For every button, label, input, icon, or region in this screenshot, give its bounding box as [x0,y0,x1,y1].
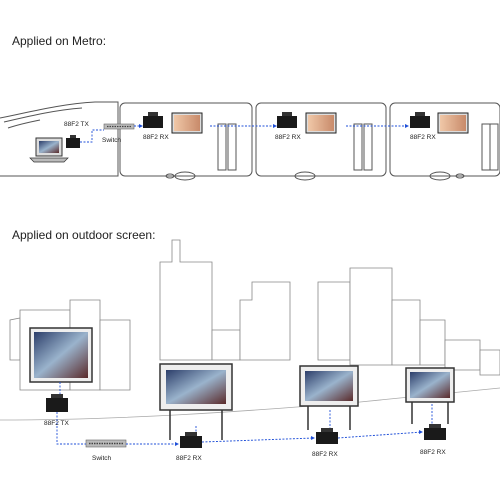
billboard-1 [159,363,233,440]
outdoor-rx-unit-3 [424,424,446,440]
billboard-2 [299,365,359,430]
metro-switch-icon [103,123,135,130]
metro-tx-device-icon [66,135,80,148]
metro-tx-label: 88F2 TX [64,121,89,128]
wall-led-screen [29,327,93,383]
metro-rx-unit-2 [277,112,337,134]
metro-network-links [80,125,408,143]
train-car-1 [119,102,253,177]
metro-section-title: Applied on Metro: [12,34,107,48]
outdoor-rx-label-2: 88F2 RX [312,451,338,458]
metro-train [0,101,500,181]
outdoor-rx-unit-2 [316,428,338,444]
laptop-icon [29,137,69,163]
metro-rx-label-1: 88F2 RX [143,134,169,141]
metro-rx-unit-1 [143,112,203,134]
train-locomotive [0,101,119,177]
billboard-3 [405,367,455,424]
outdoor-rx-label-3: 88F2 RX [420,449,446,456]
metro-rx-label-3: 88F2 RX [410,134,436,141]
outdoor-rx-unit-1 [180,432,202,448]
metro-switch-label: Switch [102,137,122,144]
outdoor-switch-label: Switch [92,455,112,462]
train-car-3 [389,102,500,177]
outdoor-tx-device-icon [46,394,68,412]
outdoor-network-links [56,382,433,445]
outdoor-section-title: Applied on outdoor screen: [12,228,156,242]
outdoor-switch-icon [85,439,127,448]
outdoor-rx-label-1: 88F2 RX [176,455,202,462]
metro-rx-label-2: 88F2 RX [275,134,301,141]
train-car-2 [255,102,387,177]
metro-rx-unit-3 [410,112,469,134]
